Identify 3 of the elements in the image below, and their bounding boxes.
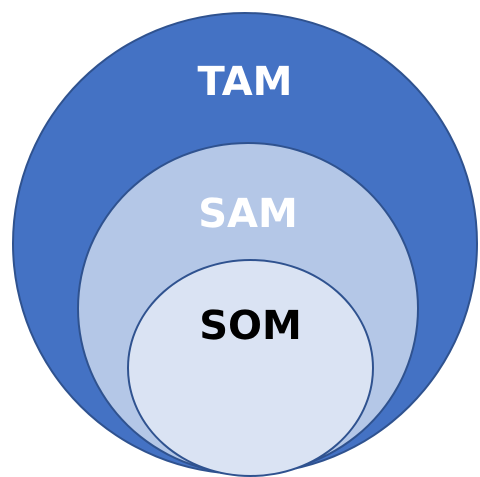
market-label: TAM — [198, 59, 292, 105]
market-label: SAM — [198, 191, 298, 237]
market-label: SOM — [199, 303, 302, 349]
